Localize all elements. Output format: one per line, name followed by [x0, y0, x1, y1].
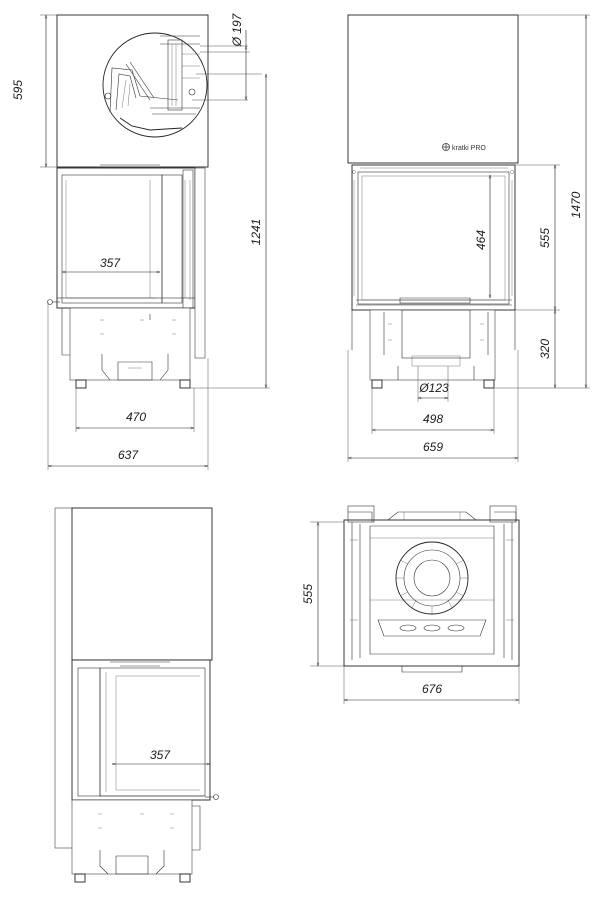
brand-logo: kratki PRO — [442, 143, 486, 152]
dim-498-label: 498 — [423, 412, 443, 426]
dim-676-label: 676 — [422, 682, 442, 696]
glass-pane-right — [357, 171, 510, 305]
dim-637-label: 637 — [118, 448, 139, 462]
dim-464-label: 464 — [474, 230, 488, 250]
base-frame — [69, 307, 191, 381]
detail-circle — [102, 32, 208, 138]
dim-555-front-label: 555 — [538, 228, 552, 248]
door-frame-right — [351, 164, 516, 311]
dim-357-front-label: 357 — [100, 256, 121, 270]
combustion-ring — [395, 541, 469, 615]
top-view: 555 676 — [301, 505, 520, 704]
dim-470-label: 470 — [126, 410, 146, 424]
dim-595-label: 595 — [11, 80, 25, 100]
dim-1470-label: 1470 — [569, 191, 583, 218]
door-frame — [56, 167, 196, 309]
dim-flue-diameter-label: Ø 197 — [230, 12, 244, 47]
upper-casing-right — [347, 14, 519, 164]
base-frame-right — [369, 309, 496, 381]
grate-openings — [377, 619, 487, 637]
base-frame-side — [71, 799, 193, 875]
dim-air-inlet-label: Ø123 — [418, 381, 449, 395]
side-view: 357 — [54, 507, 219, 883]
dim-659-label: 659 — [423, 440, 443, 454]
brand-text: kratki PRO — [452, 145, 486, 152]
dim-1241-label: 1241 — [249, 219, 263, 246]
dim-320-label: 320 — [538, 339, 552, 359]
door-frame-side — [71, 659, 211, 801]
dim-555-top-label: 555 — [301, 584, 315, 604]
upper-casing-side — [71, 507, 213, 661]
front-left-view: 595 Ø 197 1241 357 470 637 — [11, 12, 270, 470]
front-right-view: kratki PRO 464 555 320 — [347, 14, 590, 462]
dim-357-side-label: 357 — [150, 748, 171, 762]
